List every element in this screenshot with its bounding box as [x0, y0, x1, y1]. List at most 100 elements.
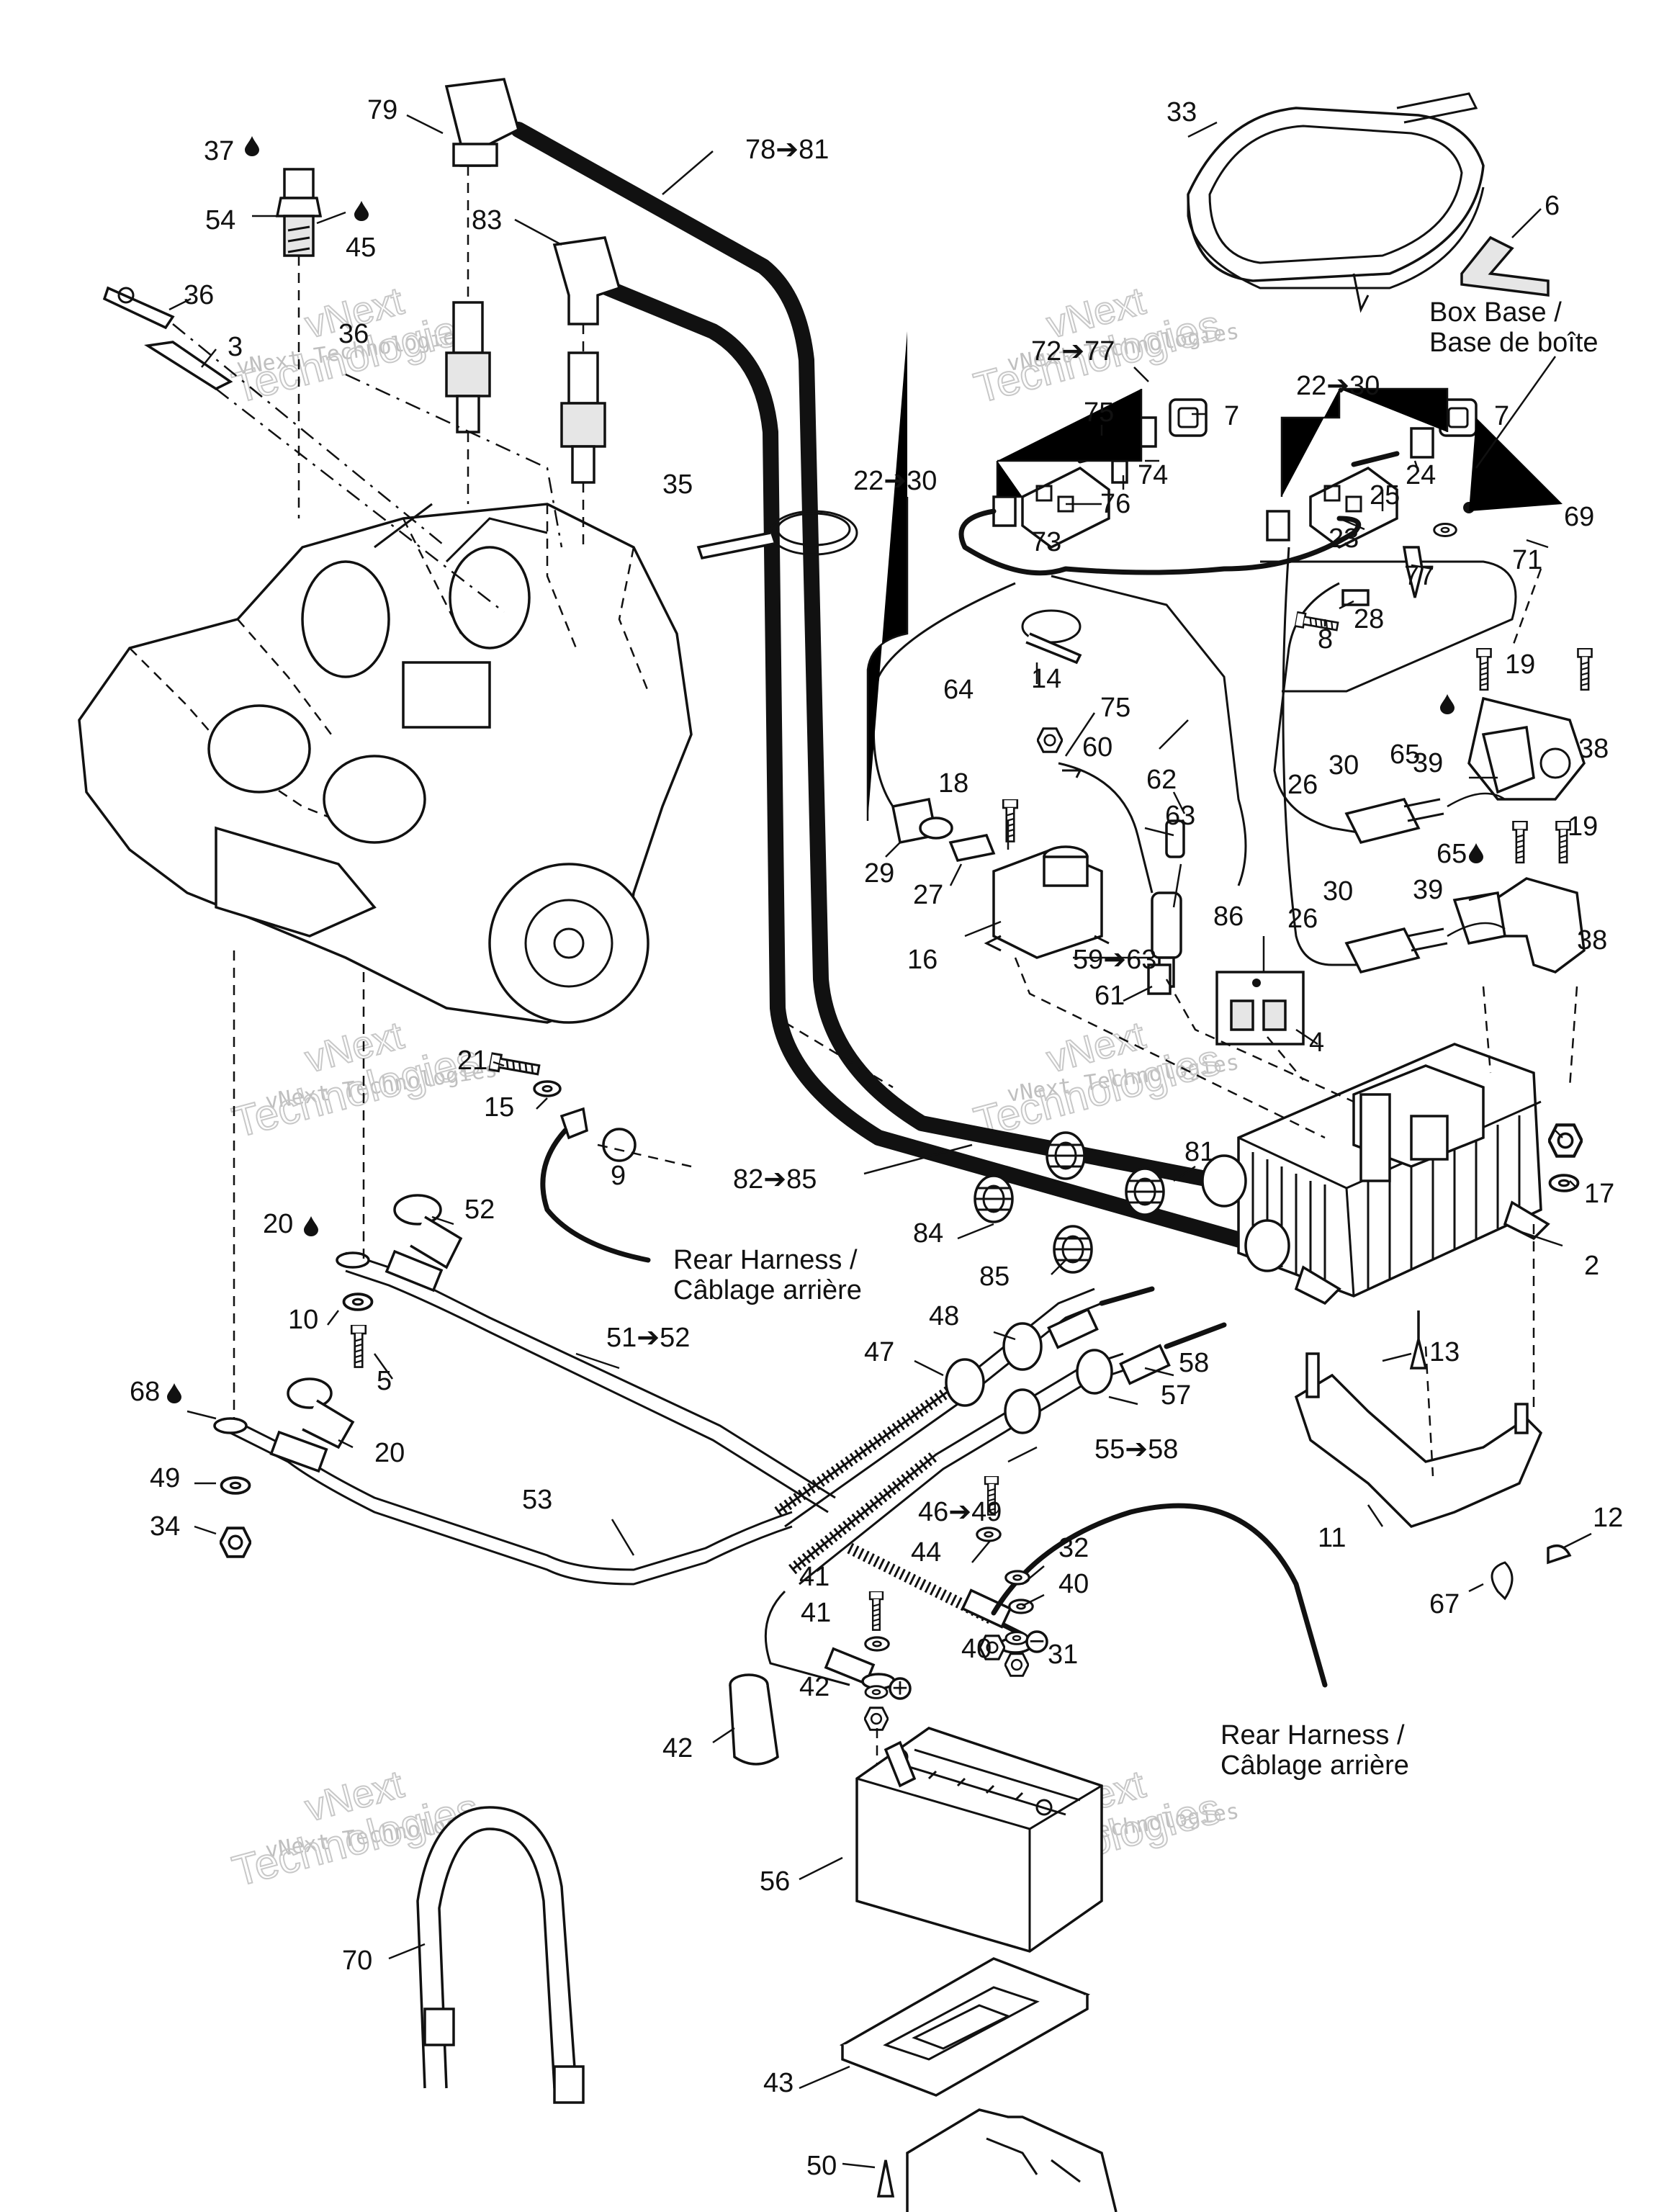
positive-terminal-icon	[889, 1677, 912, 1700]
bolt-19	[1476, 648, 1492, 691]
terminal-boot-56	[729, 1673, 779, 1766]
callout-label: 75	[1100, 693, 1130, 723]
cable-tie-35	[696, 510, 858, 560]
terminal-24	[1410, 427, 1434, 459]
callout-label: 7	[1224, 401, 1239, 431]
callout-label: 68	[130, 1377, 160, 1407]
callout-label: 19	[1505, 649, 1535, 680]
callout-label: 7	[1494, 401, 1509, 431]
callout-label: 38	[1577, 925, 1607, 956]
battery-box-base	[906, 2108, 1118, 2212]
ignition-coil-38	[1452, 877, 1586, 974]
callout-label: 39	[1413, 875, 1443, 905]
ring-terminal-77	[1402, 546, 1424, 598]
callout-label: 33	[1166, 97, 1197, 127]
boot-52	[393, 1194, 463, 1269]
bolt-5	[350, 1325, 367, 1368]
callout-label: 67	[1429, 1589, 1460, 1619]
callout-label: 24	[1406, 460, 1436, 490]
callout-label: 5	[377, 1366, 392, 1396]
callout-label: 42	[662, 1733, 693, 1763]
positive-cable-end	[824, 1647, 896, 1690]
temperature-sensor	[275, 168, 323, 257]
callout-label: 15	[484, 1092, 514, 1123]
battery-cable-55	[764, 1322, 1227, 1686]
callout-label: 73	[1031, 527, 1061, 557]
grommet-81	[1046, 1131, 1086, 1180]
callout-label: 57	[1161, 1380, 1191, 1411]
washer-10	[342, 1292, 374, 1311]
ignition-leads	[511, 122, 1268, 1254]
callout-label: 2	[1584, 1251, 1599, 1281]
callout-label: 54	[205, 205, 235, 235]
connector-26	[1344, 927, 1421, 974]
pin-11	[876, 2159, 895, 2198]
callout-label: 28	[1354, 604, 1384, 634]
drop-icon	[354, 201, 369, 221]
callout-label: 3	[228, 332, 243, 362]
callout-label: 65	[1437, 839, 1467, 869]
lockwasher-9	[602, 1128, 637, 1162]
washer-34	[220, 1476, 251, 1495]
callout-label: 76	[1100, 489, 1130, 519]
callout-label: 58	[1179, 1348, 1209, 1378]
spark-plug	[445, 301, 491, 433]
engine-illustration	[78, 503, 693, 1024]
callout-label: 64	[943, 675, 974, 705]
connector-73	[1021, 466, 1110, 549]
callout-label: 60	[1082, 732, 1112, 763]
callout-label: 83	[472, 205, 502, 235]
rear-harness-note: Câblage arrière	[673, 1275, 862, 1305]
callout-label: 77	[1404, 561, 1434, 591]
callout-label: 56	[760, 1866, 790, 1897]
spark-plug	[560, 351, 606, 484]
nut-64	[1037, 727, 1063, 753]
connector-26	[1344, 797, 1421, 845]
callout-label: 4	[1309, 1028, 1324, 1058]
battery-tray-50	[839, 1957, 1091, 2097]
cable-tie-14	[1021, 609, 1082, 665]
bolt-41	[868, 1591, 884, 1631]
grommet-84	[974, 1174, 1014, 1223]
washer-15	[533, 1080, 562, 1097]
callout-label: 42	[799, 1672, 830, 1702]
clip-3	[144, 341, 233, 391]
washer-32	[976, 1527, 1002, 1542]
lead-end	[1244, 1219, 1290, 1272]
callout-label: 34	[150, 1511, 180, 1542]
callout-label: 17	[1584, 1179, 1614, 1209]
callout-label: 22➔30	[1296, 371, 1380, 401]
callout-label: 53	[522, 1485, 552, 1515]
callout-label: 21	[457, 1046, 487, 1076]
battery-70	[855, 1727, 1103, 1953]
callout-label: 40	[1058, 1569, 1089, 1599]
drop-icon	[1440, 694, 1455, 714]
callout-label: 62	[1146, 765, 1177, 795]
nut-42	[864, 1707, 889, 1731]
callout-label: 79	[367, 95, 397, 125]
callout-label: 30	[1323, 876, 1353, 907]
leader-lines	[169, 115, 1591, 2167]
grommet-81	[1125, 1167, 1165, 1216]
callout-label: 22➔30	[853, 466, 937, 496]
callout-label: 71	[1512, 545, 1542, 575]
callout-label: 84	[913, 1218, 943, 1249]
callout-label: 63	[1165, 801, 1195, 831]
callout-label: 27	[913, 880, 943, 910]
connector-plug	[992, 495, 1017, 527]
callout-label: 78➔81	[745, 135, 829, 165]
callout-label: 12	[1593, 1503, 1623, 1533]
washer-42	[864, 1685, 889, 1699]
box-base-note: Base de boîte	[1429, 328, 1599, 358]
drop-icon	[167, 1383, 181, 1403]
pin-11	[1409, 1310, 1428, 1370]
battery-cable-47	[774, 1286, 1155, 1528]
callout-label: 65	[1390, 739, 1420, 770]
terminal-76	[1111, 459, 1128, 484]
callout-label: 35	[662, 469, 693, 500]
callout-label: 82➔85	[733, 1164, 817, 1195]
drop-icon	[245, 136, 259, 156]
callout-label: 52	[464, 1195, 495, 1225]
callout-label: 30	[1328, 750, 1359, 781]
callout-label: 38	[1578, 734, 1609, 764]
